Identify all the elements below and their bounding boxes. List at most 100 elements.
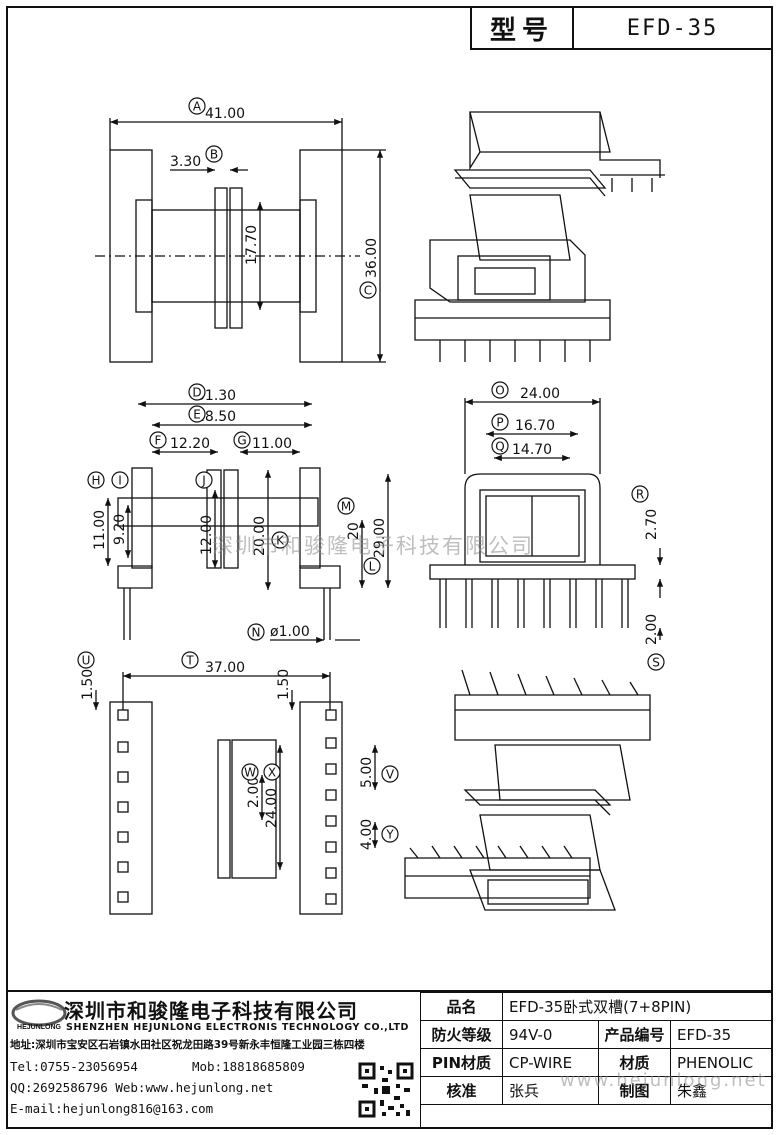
dim-k: 20.00 <box>252 516 268 556</box>
marker-p: P <box>496 416 503 430</box>
approver-label: 核准 <box>420 1076 502 1104</box>
marker-circle-m <box>337 497 355 515</box>
dim-f: 12.20 <box>170 436 210 452</box>
dim-l: 29.00 <box>372 518 388 558</box>
dim-p: 16.70 <box>515 418 555 434</box>
marker-circle-r <box>631 485 649 503</box>
fire-rating-value: 94V-0 <box>502 1020 598 1048</box>
marker-circle-w <box>241 763 259 781</box>
product-name-value: EFD-35卧式双槽(7+8PIN) <box>502 992 773 1020</box>
marker-circle-j <box>195 471 213 489</box>
marker-circle-l <box>363 557 381 575</box>
dim-b-height: 17.70 <box>244 225 260 265</box>
marker-circle-x <box>263 763 281 781</box>
marker-circle-c <box>359 281 377 299</box>
marker-y: Y <box>385 828 394 842</box>
marker-f: F <box>155 434 162 448</box>
product-code-label: 产品编号 <box>598 1020 670 1048</box>
marker-a: A <box>193 100 202 114</box>
marker-n: N <box>252 626 261 640</box>
company-name-cn: 深圳市和骏隆电子科技有限公司 <box>64 999 358 1023</box>
dim-h: 11.00 <box>92 510 108 550</box>
marker-circle-n <box>247 623 265 641</box>
company-mob: Mob:18818685809 <box>192 1059 305 1074</box>
dim-s: 2.00 <box>644 614 660 645</box>
marker-circle-h <box>87 471 105 489</box>
drafter-label: 制图 <box>598 1076 670 1104</box>
dim-d: 31.30 <box>196 388 236 404</box>
marker-w: W <box>244 766 256 780</box>
company-logo: HEJUNLONG <box>11 999 67 1031</box>
technical-drawing: 41.00 3.30 17.70 36.00 31.30 28.50 12.20… <box>77 97 665 915</box>
marker-h: H <box>91 474 100 488</box>
marker-u: U <box>82 654 91 668</box>
qr-code <box>358 1062 414 1118</box>
company-name-en: SHENZHEN HEJUNLONG ELECTRONIS TECHNOLOGY… <box>66 1022 410 1033</box>
view-top-iso <box>414 111 665 362</box>
watermark: 深圳市和骏隆电子科技有限公司 <box>212 534 534 558</box>
marker-t: T <box>185 654 194 668</box>
company-tel: Tel:0755-23056954 <box>10 1059 138 1074</box>
dim-t: 37.00 <box>205 660 245 676</box>
dim-u2: 1.50 <box>276 669 292 700</box>
company-address: 地址:深圳市宝安区石岩镇水田社区祝龙田路39号新永丰恒隆工业园三栋四楼 <box>10 1039 365 1051</box>
marker-x: X <box>268 766 276 780</box>
marker-circle-a <box>188 97 206 115</box>
logo-text: HEJUNLONG <box>17 1024 62 1031</box>
marker-q: Q <box>495 440 504 454</box>
marker-b: B <box>210 148 218 162</box>
marker-r: R <box>636 488 644 502</box>
marker-l: L <box>369 560 376 574</box>
view-bottom <box>92 672 379 915</box>
marker-circle-u <box>77 651 95 669</box>
title-block-footer <box>420 1104 773 1129</box>
product-code-value: EFD-35 <box>670 1020 773 1048</box>
dim-x: 24.00 <box>264 788 280 828</box>
dim-y: 4.00 <box>359 819 375 850</box>
marker-circle-f <box>149 431 167 449</box>
marker-circle-o <box>491 381 509 399</box>
dim-o: 24.00 <box>520 386 560 402</box>
approver-value: 张兵 <box>502 1076 598 1104</box>
drawing-frame <box>6 6 773 1129</box>
marker-circle-k <box>271 531 289 549</box>
drafter-value: 朱鑫 <box>670 1076 773 1104</box>
dim-m: 20 <box>346 522 362 540</box>
marker-g: G <box>237 434 246 448</box>
marker-e: E <box>193 408 201 422</box>
dim-q: 14.70 <box>512 442 552 458</box>
dim-j: 12.00 <box>199 515 215 555</box>
marker-j: J <box>201 474 206 488</box>
marker-k: K <box>276 534 285 548</box>
view-bottom-iso <box>404 669 651 911</box>
marker-circle-g <box>233 431 251 449</box>
marker-c: C <box>364 284 372 298</box>
view-top-front <box>95 118 386 363</box>
fire-rating-label: 防火等级 <box>420 1020 502 1048</box>
marker-d: D <box>192 386 201 400</box>
marker-circle-t <box>181 651 199 669</box>
dim-e: 28.50 <box>196 409 236 425</box>
dim-g: 11.00 <box>252 436 292 452</box>
dim-c: 36.00 <box>364 238 380 278</box>
company-email[interactable]: E-mail:hejunlong816@163.com <box>10 1101 214 1116</box>
title-block: HEJUNLONG 深圳市和骏隆电子科技有限公司 SHENZHEN HEJUNL… <box>6 990 773 1129</box>
marker-circle-d <box>188 383 206 401</box>
pin-material-value: CP-WIRE <box>502 1048 598 1076</box>
watermark-url: www.hejunlong.net <box>560 1070 767 1091</box>
marker-circle-b <box>205 145 223 163</box>
pin-material-label: PIN材质 <box>420 1048 502 1076</box>
marker-circle-e <box>188 405 206 423</box>
product-name-label: 品名 <box>420 992 502 1020</box>
dim-b: 3.30 <box>170 154 201 170</box>
material-value: PHENOLIC <box>670 1048 773 1076</box>
dim-i: 9.20 <box>112 514 128 545</box>
marker-o: O <box>495 384 504 398</box>
view-mid-side <box>104 400 392 644</box>
company-qq-web[interactable]: QQ:2692586796 Web:www.hejunlong.net <box>10 1080 274 1095</box>
marker-circle-s <box>647 653 665 671</box>
dim-n: ø1.00 <box>270 624 310 640</box>
model-value: EFD-35 <box>572 6 773 50</box>
marker-circle-v <box>381 765 399 783</box>
